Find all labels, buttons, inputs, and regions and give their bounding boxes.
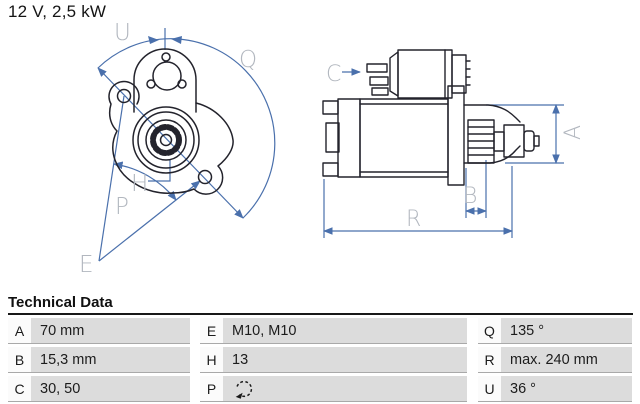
spec-row-q: Q 135 °	[478, 318, 632, 344]
spec-row-h: H 13	[200, 347, 467, 373]
solenoid-end-ticks	[465, 60, 471, 86]
e-leader-2	[98, 180, 201, 262]
spec-value: max. 240 mm	[501, 347, 632, 372]
side-dimensions	[323, 68, 564, 238]
body-seams	[359, 103, 449, 173]
pinion-gear-front	[150, 124, 182, 156]
mount-hole-lower	[197, 169, 213, 185]
table-column-1: A 70 mm B 15,3 mm C 30, 50	[8, 318, 190, 404]
front-labels: U Q H P E	[79, 20, 257, 278]
spec-row-c: C 30, 50	[8, 376, 190, 402]
dim-label-b: B	[463, 184, 477, 209]
spec-value: M10, M10	[223, 318, 467, 343]
dim-label-r: R	[406, 207, 421, 232]
shaft-collar	[493, 131, 505, 152]
spec-row-e: E M10, M10	[200, 318, 467, 344]
heading-rule	[8, 313, 633, 315]
tab-right-hole	[177, 79, 187, 89]
side-view: C A B R	[322, 49, 586, 238]
technical-data-heading: Technical Data	[8, 294, 113, 311]
side-labels: C A B R	[326, 62, 586, 232]
front-outline	[108, 48, 234, 195]
pinion-teeth	[467, 126, 495, 156]
q-angle-arc	[97, 38, 276, 219]
spec-value: 13	[223, 347, 467, 372]
spec-value-icon	[223, 376, 467, 401]
spec-key: P	[200, 376, 223, 401]
solenoid-terminals	[366, 63, 389, 96]
flange-outline	[108, 80, 234, 195]
spec-value: 70 mm	[31, 318, 190, 343]
side-outline	[322, 49, 540, 186]
body-connector	[325, 122, 340, 153]
spec-key: C	[8, 376, 31, 401]
front-view: U Q H P E	[79, 20, 276, 278]
shaft-hole	[159, 133, 173, 147]
table-column-3: Q 135 ° R max. 240 mm U 36 °	[478, 318, 632, 404]
drive-flange	[447, 85, 465, 186]
solenoid-body	[397, 49, 453, 99]
spec-key: U	[478, 376, 501, 401]
spec-row-b: B 15,3 mm	[8, 347, 190, 373]
spec-key: A	[8, 318, 31, 343]
dim-label-e: E	[79, 252, 94, 278]
tab-small-hole	[161, 52, 171, 62]
spec-value: 135 °	[501, 318, 632, 343]
body-cylinder	[359, 98, 449, 178]
tab-bore	[152, 61, 182, 91]
table-column-2: E M10, M10 H 13 P	[200, 318, 467, 404]
spec-value: 36 °	[501, 376, 632, 401]
spec-row-r: R max. 240 mm	[478, 347, 632, 373]
spec-row-p: P	[200, 376, 467, 402]
boss-ring-inner	[137, 111, 195, 169]
tab-left-hole	[146, 79, 156, 89]
body-end-cap	[337, 98, 361, 178]
top-tab	[133, 48, 197, 113]
spec-value: 30, 50	[31, 376, 190, 401]
bore-circle	[145, 119, 187, 161]
spec-row-u: U 36 °	[478, 376, 632, 402]
e-leader-1	[98, 95, 125, 262]
shaft-tip	[533, 135, 540, 147]
u-angle-ticks	[148, 36, 182, 44]
dim-label-c: C	[326, 62, 341, 87]
dim-label-q: Q	[239, 47, 257, 73]
dim-label-h: H	[131, 171, 148, 197]
dim-label-p: P	[115, 194, 129, 220]
page-title: 12 V, 2,5 kW	[8, 2, 107, 21]
mount-hole-upper	[116, 88, 132, 104]
dim-label-u: U	[114, 20, 131, 46]
drive-nose	[523, 130, 535, 152]
body-tab-top	[322, 100, 339, 115]
spec-row-a: A 70 mm	[8, 318, 190, 344]
p-angle-arc	[113, 161, 177, 201]
technical-data-table: A 70 mm B 15,3 mm C 30, 50 E M10, M10 H …	[8, 318, 632, 404]
rotation-direction-icon	[235, 380, 253, 399]
spec-key: R	[478, 347, 501, 372]
body-tab-bottom	[322, 162, 339, 177]
solenoid-cap	[389, 51, 399, 97]
spec-key: H	[200, 347, 223, 372]
spec-value: 15,3 mm	[31, 347, 190, 372]
dim-label-a: A	[561, 125, 586, 140]
solenoid-end	[451, 54, 467, 94]
boss-ring-outer	[132, 106, 200, 174]
technical-drawing: U Q H P E	[79, 20, 586, 278]
spec-key: E	[200, 318, 223, 343]
housing-top	[463, 104, 521, 123]
spec-key: Q	[478, 318, 501, 343]
spec-key: B	[8, 347, 31, 372]
